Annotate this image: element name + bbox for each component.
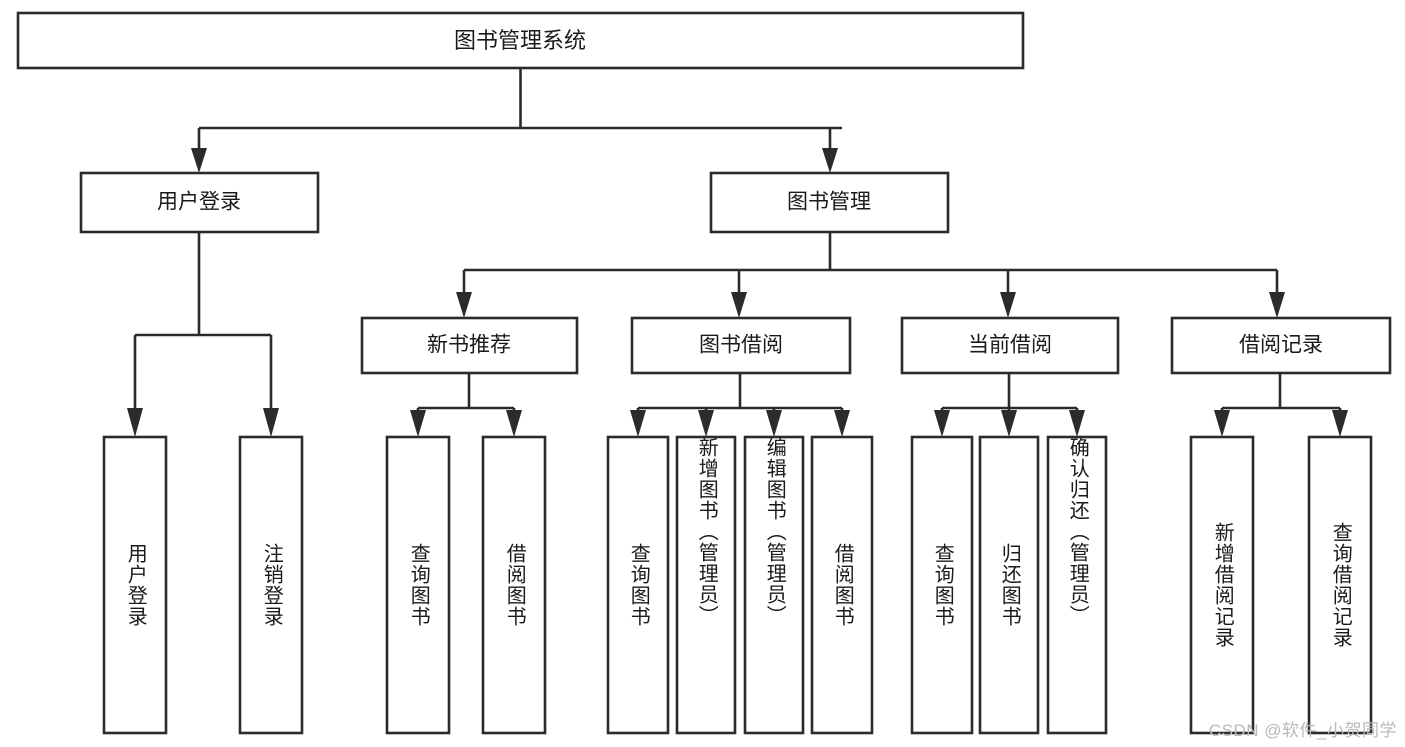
arrowhead-book-borrow [731, 292, 747, 318]
leaf-bookborrow-query-book[interactable] [606, 435, 670, 735]
arrowhead-bookborrow-leaf1 [630, 410, 646, 437]
arrowhead-newbook-leaf1 [410, 410, 426, 437]
node-borrow-record[interactable] [1170, 316, 1392, 375]
arrowhead-current-borrow [1000, 292, 1016, 318]
node-book-management[interactable] [709, 171, 950, 234]
arrowhead-currentborrow-leaf2 [1001, 410, 1017, 437]
csdn-watermark: CSDN @软件_小贺同学 [1208, 721, 1397, 740]
arrowhead-user-login [191, 148, 207, 173]
node-user-login-label: 用户登录 [157, 191, 241, 214]
leaf-newbook-borrow-book[interactable] [481, 435, 547, 735]
node-user-login[interactable] [79, 171, 320, 234]
arrowhead-bookborrow-leaf3 [766, 410, 782, 437]
node-root-label: 图书管理系统 [454, 28, 586, 53]
leaf-borrowrecord-query-record[interactable] [1307, 435, 1373, 735]
arrowhead-new-book-recommend [456, 292, 472, 318]
connector-layer [127, 68, 1348, 437]
arrowhead-book-mgmt [822, 148, 838, 173]
node-current-borrow[interactable] [900, 316, 1120, 375]
arrowhead-currentborrow-leaf1 [934, 410, 950, 437]
arrowhead-bookborrow-leaf2 [698, 410, 714, 437]
leaf-borrowrecord-add-record[interactable] [1189, 435, 1255, 735]
leaf-currentborrow-confirm-return-admin[interactable] [1046, 435, 1108, 735]
leaf-bookborrow-borrow-book[interactable] [810, 435, 874, 735]
node-layer: 图书管理系统 用户登录 图书管理 新书推荐 图书借阅 当前借阅 借阅记录 [16, 11, 1392, 735]
arrowhead-borrowrecord-leaf1 [1214, 410, 1230, 437]
leaf-bookborrow-add-book-admin[interactable] [675, 435, 737, 735]
arrowhead-currentborrow-leaf3 [1069, 410, 1085, 437]
arrowhead-leaf-user-login [127, 408, 143, 437]
arrowhead-borrow-record [1269, 292, 1285, 318]
leaf-currentborrow-return-book[interactable] [978, 435, 1040, 735]
node-root-book-management-system[interactable] [16, 11, 1025, 70]
node-new-book-recommend-label: 新书推荐 [427, 334, 511, 357]
leaf-bookborrow-edit-book-admin[interactable] [743, 435, 805, 735]
leaf-user-login[interactable] [102, 435, 168, 735]
arrowhead-bookborrow-leaf4 [834, 410, 850, 437]
leaf-newbook-query-book[interactable] [385, 435, 451, 735]
arrowhead-newbook-leaf2 [506, 410, 522, 437]
node-current-borrow-label: 当前借阅 [968, 334, 1052, 357]
arrowhead-leaf-logout [263, 408, 279, 437]
node-new-book-recommend[interactable] [360, 316, 579, 375]
node-book-management-label: 图书管理 [787, 191, 871, 214]
node-book-borrow[interactable] [630, 316, 852, 375]
node-book-borrow-label: 图书借阅 [699, 334, 783, 357]
leaf-currentborrow-query-book[interactable] [910, 435, 974, 735]
arrowhead-borrowrecord-leaf2 [1332, 410, 1348, 437]
node-borrow-record-label: 借阅记录 [1239, 334, 1323, 357]
leaf-logout-login[interactable] [238, 435, 304, 735]
